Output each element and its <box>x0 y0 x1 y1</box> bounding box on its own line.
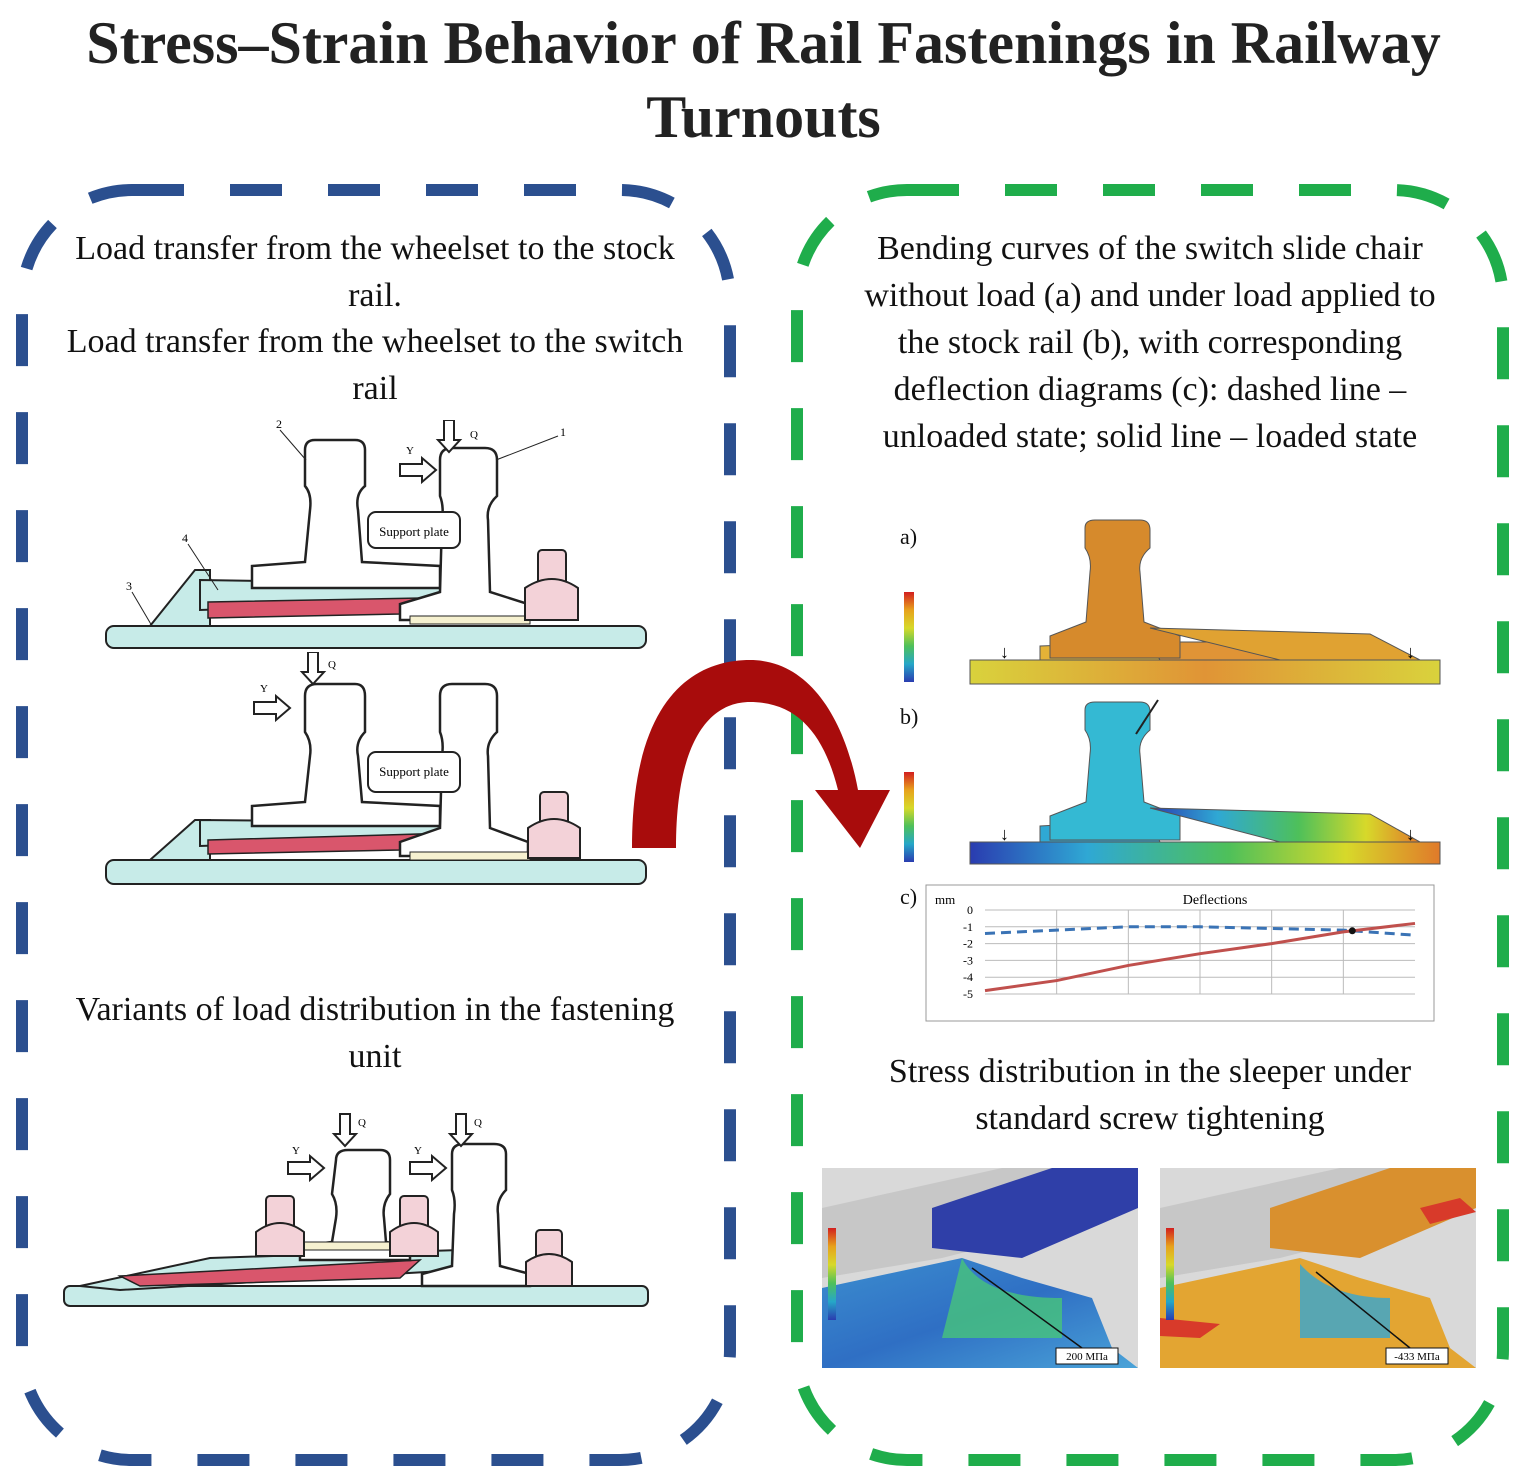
caption-bending-curves: Bending curves of the switch slide chair… <box>864 230 1436 455</box>
chart-ytick-label: -3 <box>963 953 973 967</box>
series-unloaded-line <box>984 925 1416 937</box>
right-panel-border <box>791 184 1509 1466</box>
load-y-arrow-icon <box>287 1153 448 1183</box>
caption-load-variants: Variants of load distribution in the fas… <box>75 991 675 1075</box>
intersection-point <box>1348 927 1356 935</box>
support-plate-label-1: Support plate <box>379 524 449 539</box>
color-legend <box>1166 1228 1174 1320</box>
part-number-3: 3 <box>126 579 132 593</box>
load-y-label: Y <box>292 1145 300 1157</box>
arrow-down-icon: ↓ <box>1000 824 1009 844</box>
chart-ytick-label: -1 <box>963 920 973 934</box>
part-number-1: 1 <box>560 425 566 439</box>
stress-label-left: 200 MПa <box>1066 1351 1108 1363</box>
chart-ytick-label: 0 <box>967 903 973 917</box>
label-c: c) <box>900 884 918 909</box>
caption-switch-rail: Load transfer from the wheelset to the s… <box>66 323 684 407</box>
bolt-icon <box>527 791 581 859</box>
bolt-icon <box>255 1195 305 1257</box>
load-y-label: Y <box>260 683 268 695</box>
color-legend <box>828 1228 836 1320</box>
deflection-chart: Deflections mm 0 -1 -2 -3 -4 -5 <box>925 884 1435 1022</box>
caption-stock-rail: Load transfer from the wheelset to the s… <box>75 230 675 314</box>
chart-ytick-label: -2 <box>963 937 973 951</box>
fea-unloaded: ↓ ↓ <box>904 519 1441 685</box>
load-y-label: Y <box>414 1145 422 1157</box>
chart-ytick-label: -5 <box>963 987 973 1001</box>
load-y-arrow-icon <box>399 455 438 485</box>
color-legend <box>904 592 914 682</box>
arrow-down-icon: ↓ <box>1000 642 1009 662</box>
load-q-label: Q <box>474 1117 482 1129</box>
caption-stress-distribution: Stress distribution in the sleeper under… <box>888 1053 1412 1137</box>
label-a: a) <box>900 524 918 549</box>
load-q-label: Q <box>470 429 478 441</box>
label-b: b) <box>900 704 919 729</box>
color-legend <box>904 772 914 862</box>
load-y-label: Y <box>406 445 414 457</box>
load-q-label: Q <box>328 659 336 671</box>
load-q-arrow-icon <box>331 1113 475 1148</box>
chart-ytick-label: -4 <box>963 970 973 984</box>
load-q-arrow-icon <box>435 420 463 454</box>
fastening-diagram-variants: Q Q Y Y <box>63 1113 649 1307</box>
arrow-down-icon: ↓ <box>1406 824 1415 844</box>
stress-map-left: 200 MПa <box>822 1168 1138 1368</box>
chart-ylabel: mm <box>935 892 955 907</box>
series-loaded-line <box>984 921 1416 993</box>
fea-loaded: ↓ ↓ <box>904 699 1441 865</box>
stress-label-right: -433 MПa <box>1394 1351 1440 1363</box>
load-q-label: Q <box>358 1117 366 1129</box>
fastening-diagram-stock-rail: Support plate Q Y 2 1 4 3 <box>105 420 647 649</box>
bolt-icon <box>525 1229 573 1287</box>
chart-frame <box>925 884 1435 1022</box>
page-title: Stress–Strain Behavior of Rail Fastening… <box>86 10 1441 150</box>
part-number-2: 2 <box>276 420 282 431</box>
load-q-arrow-icon <box>299 652 327 686</box>
part-number-4: 4 <box>182 531 188 545</box>
load-y-arrow-icon <box>253 693 292 723</box>
bolt-icon <box>389 1195 439 1257</box>
arrow-down-icon: ↓ <box>1406 642 1415 662</box>
fastening-diagram-switch-rail: Support plate Q Y <box>105 652 647 885</box>
left-panel-border <box>16 184 736 1466</box>
stress-map-right: -433 MПa <box>1160 1168 1476 1368</box>
chart-title: Deflections <box>1183 893 1248 908</box>
bolt-icon <box>524 549 579 621</box>
curved-arrow-icon <box>632 660 890 848</box>
support-plate-label-2: Support plate <box>379 764 449 779</box>
